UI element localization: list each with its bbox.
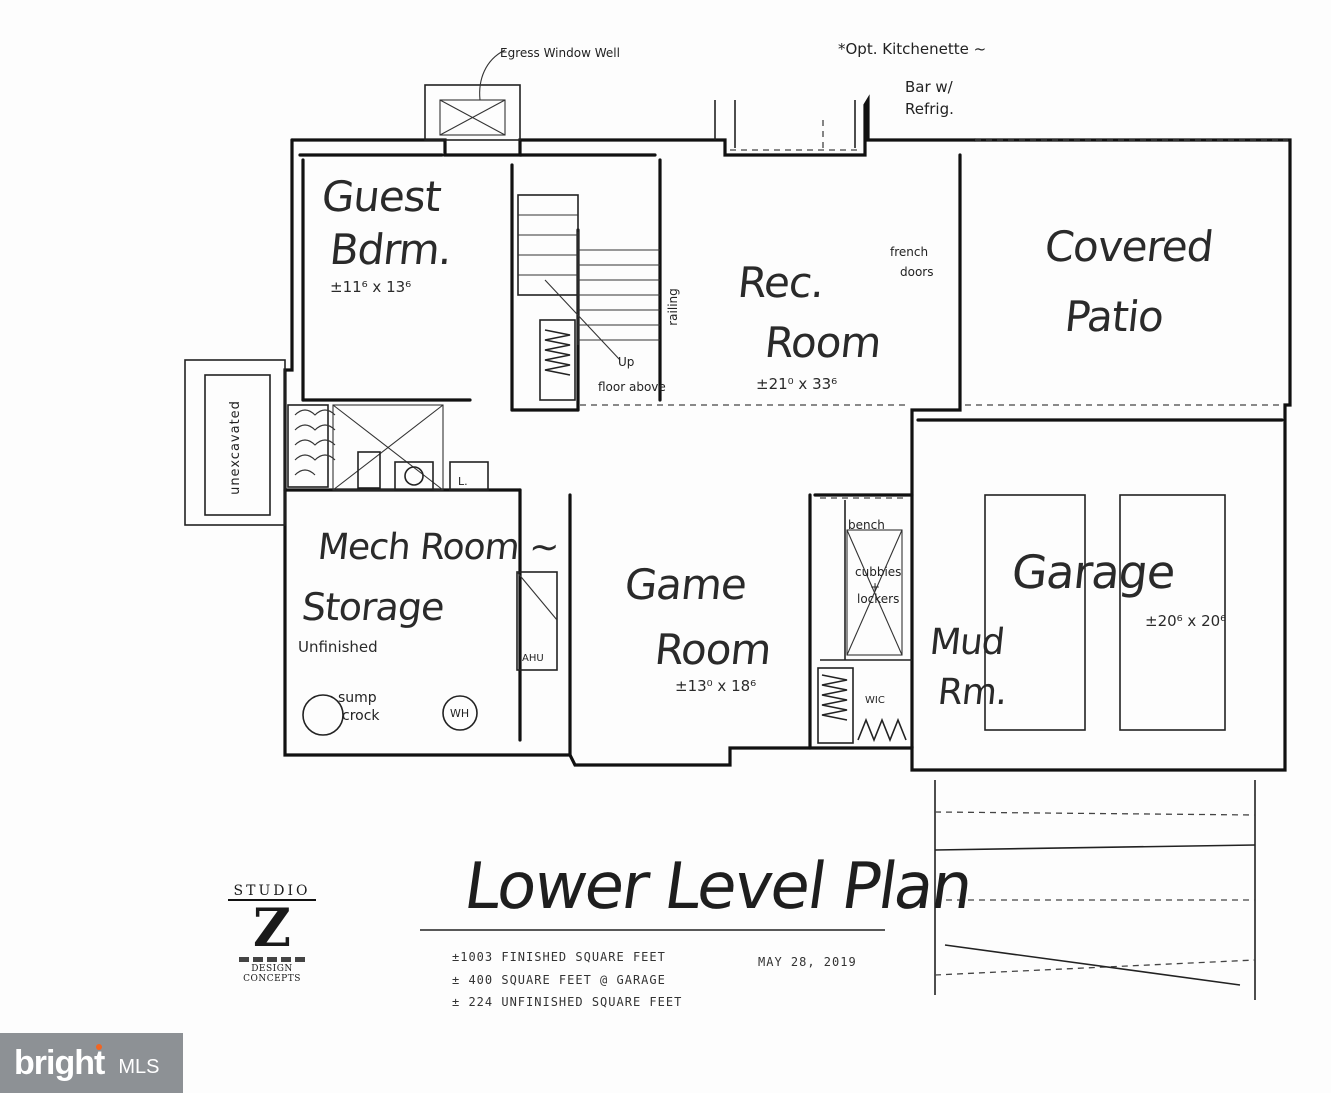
egress-note: Egress Window Well bbox=[500, 46, 620, 60]
stairs-up-note: Up bbox=[618, 355, 635, 369]
bench-note: bench bbox=[848, 518, 885, 532]
driveway bbox=[934, 780, 1256, 1000]
garage-dims: ±20⁶ x 20⁶ bbox=[1145, 612, 1227, 630]
sump-note-line1: sump bbox=[338, 690, 377, 706]
kitchenette-note-line3: Refrig. bbox=[905, 100, 954, 118]
mud-room-name-line1: Mud bbox=[927, 622, 1006, 663]
guest-bedroom-name-line2: Bdrm. bbox=[327, 225, 454, 274]
finished-sqft-note: ±1003 FINISHED SQUARE FEET bbox=[452, 950, 666, 964]
unexcavated-box bbox=[184, 359, 286, 526]
logo-studio-text: STUDIO bbox=[227, 883, 317, 901]
rec-room-dims: ±21⁰ x 33⁶ bbox=[756, 375, 838, 393]
water-heater-note: WH bbox=[450, 707, 470, 720]
bright-mls-badge: bright MLS bbox=[0, 1033, 183, 1093]
unfinished-sqft-note: ± 224 UNFINISHED SQUARE FEET bbox=[452, 995, 683, 1009]
ahu-note: AHU bbox=[522, 653, 544, 664]
laundry-note: L. bbox=[458, 475, 468, 488]
kitchenette-note-line1: *Opt. Kitchenette ~ bbox=[838, 40, 987, 58]
kitchenette-note-line2: Bar w/ bbox=[905, 78, 953, 96]
guest-bedroom-name-line1: Guest bbox=[319, 172, 443, 221]
cubbies-note-line1: cubbies bbox=[855, 565, 902, 579]
covered-patio-name-line2: Patio bbox=[1062, 292, 1166, 341]
stairs bbox=[517, 194, 660, 401]
studio-z-logo: STUDIO Z DESIGN CONCEPTS bbox=[222, 880, 322, 990]
game-room-name-line1: Game bbox=[622, 560, 749, 609]
logo-z-letter: Z bbox=[253, 898, 291, 959]
cubbies-note-line2: + bbox=[870, 580, 881, 594]
sump-note-line2: crock bbox=[342, 708, 380, 724]
wic-note: WIC bbox=[865, 695, 885, 706]
mech-fixtures bbox=[287, 404, 558, 736]
garage-stalls bbox=[984, 494, 1226, 731]
dashed-lines bbox=[580, 120, 1288, 499]
game-room-name-line2: Room bbox=[652, 625, 774, 674]
garage-name: Garage bbox=[1009, 545, 1178, 599]
rec-room-name-line1: Rec. bbox=[735, 258, 827, 307]
mud-room-name-line2: Rm. bbox=[935, 672, 1009, 713]
logo-design-concepts: DESIGN CONCEPTS bbox=[243, 964, 301, 984]
french-doors-note-line2: doors bbox=[900, 265, 934, 279]
logo-bars bbox=[222, 957, 322, 962]
mech-room-note: Unfinished bbox=[298, 638, 378, 656]
mech-room-name-line2: Storage bbox=[299, 585, 446, 629]
badge-mls-text: MLS bbox=[118, 1055, 160, 1078]
cubbies-note-line3: lockers bbox=[857, 592, 900, 606]
rec-room-name-line2: Room bbox=[762, 318, 884, 367]
mech-room-name-line1: Mech Room ~ bbox=[315, 527, 561, 568]
game-room-dims: ±13⁰ x 18⁶ bbox=[675, 677, 757, 695]
unexcavated-note: unexcavated bbox=[227, 400, 243, 495]
railing-note: railing bbox=[665, 288, 680, 326]
mud-room-fixtures bbox=[817, 529, 907, 744]
french-doors-note-line1: french bbox=[890, 245, 929, 259]
badge-dot-icon bbox=[96, 1044, 103, 1050]
plan-date: MAY 28, 2019 bbox=[758, 955, 857, 969]
garage-sqft-note: ± 400 SQUARE FEET @ GARAGE bbox=[452, 973, 666, 987]
guest-bedroom-dims: ±11⁶ x 13⁶ bbox=[330, 278, 412, 296]
floor-above-note: floor above bbox=[598, 380, 666, 394]
covered-patio-name-line1: Covered bbox=[1042, 222, 1216, 271]
plan-title: Lower Level Plan bbox=[459, 850, 976, 924]
egress-window-well bbox=[424, 49, 521, 141]
badge-brand-text: bright bbox=[14, 1043, 105, 1082]
